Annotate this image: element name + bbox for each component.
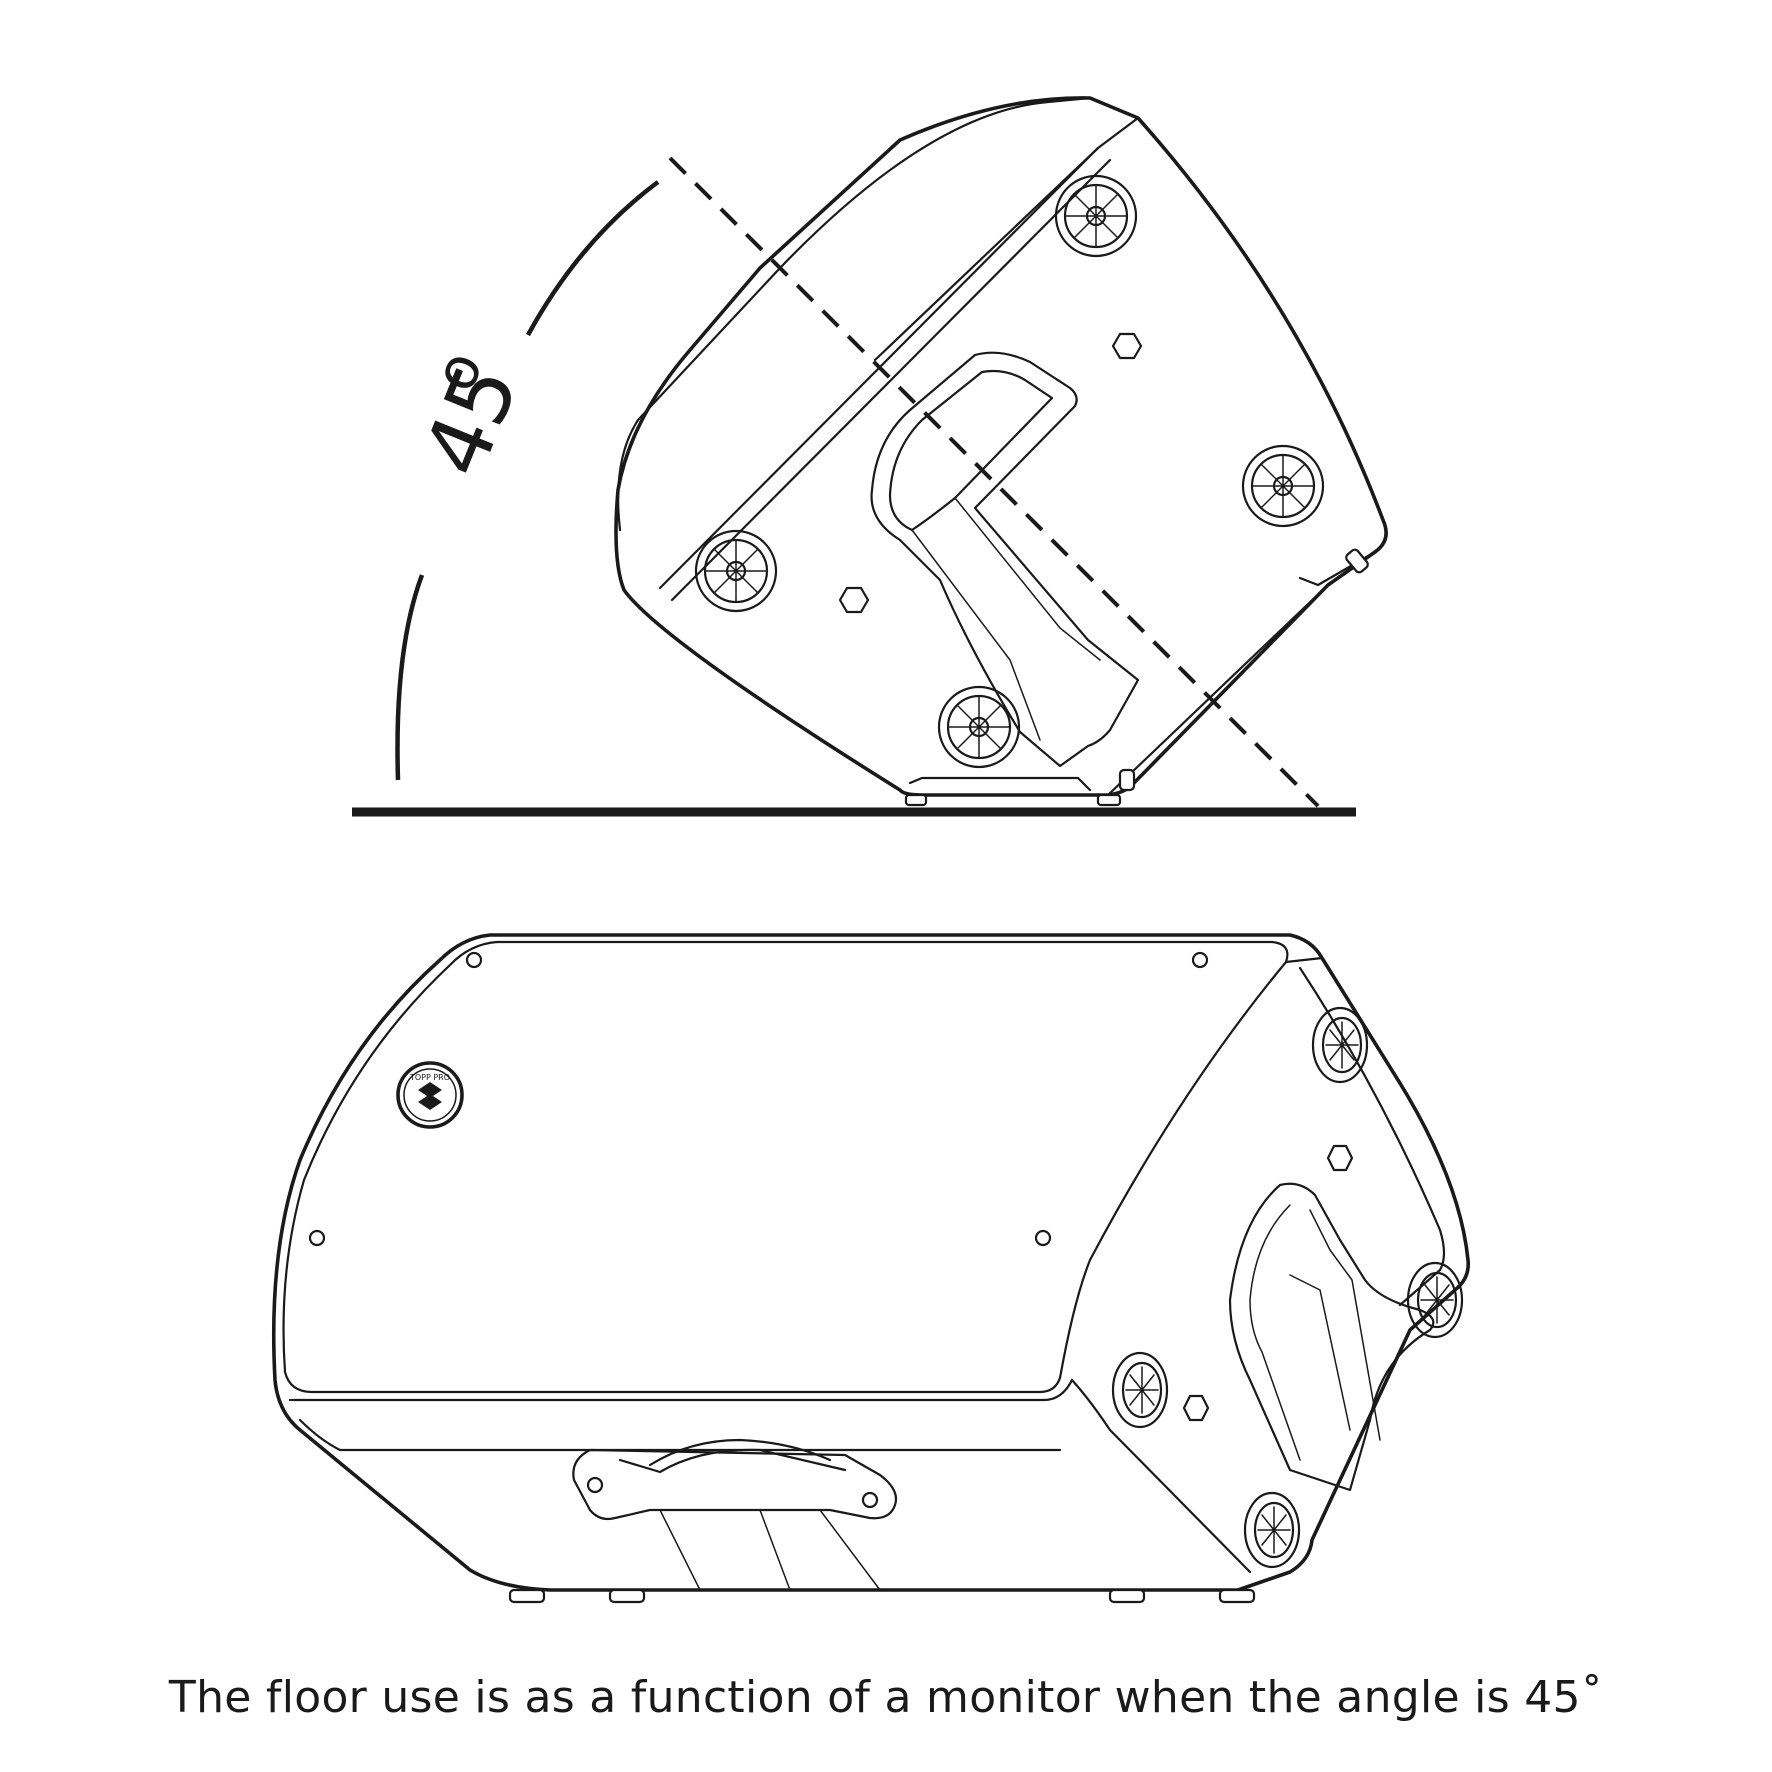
tilted-foot-corner — [1118, 768, 1136, 792]
tilted-foot-left — [904, 793, 928, 807]
grille-screw-top-right — [1191, 951, 1209, 969]
tilted-hex-screw-upper — [1111, 332, 1143, 360]
floor-side-knob-3 — [1111, 1351, 1169, 1429]
floor-monitor-figure: TOPP PRO — [271, 933, 1471, 1604]
tilted-foot-right — [1096, 793, 1122, 807]
angle-arc-lower — [395, 574, 425, 781]
grille-screw-bottom-right — [1034, 1229, 1052, 1247]
floor-monitor-body — [271, 933, 1471, 1592]
tilted-monitor-top-edge — [778, 96, 1092, 270]
tilted-monitor-foot-strip — [908, 776, 1092, 792]
floor-handle-screw-right — [861, 1491, 879, 1509]
floor-side-knob-1 — [1311, 1006, 1369, 1084]
floor-monitor-side-inner-edge — [1298, 966, 1446, 1307]
floor-carry-handle-grip — [618, 1448, 847, 1474]
floor-handle-pocket-rim — [1309, 1209, 1381, 1441]
floor-side-knob-4 — [1243, 1491, 1301, 1569]
brand-logo-badge: TOPP PRO — [396, 1061, 464, 1129]
tilted-monitor-figure: 45 o — [352, 96, 1388, 817]
tilted-foot-knob-1 — [1054, 174, 1138, 258]
floor-monitor-side-top-join — [1284, 956, 1324, 964]
tilted-foot-knob-4 — [937, 685, 1021, 769]
angle-arc-upper — [526, 180, 660, 337]
tilted-foot-knob-2 — [1241, 444, 1325, 528]
tilted-monitor-bottom-edge — [1106, 583, 1330, 797]
floor-monitor-grille-edge — [288, 1378, 1074, 1402]
floor-handle-pocket-floor — [1289, 1274, 1351, 1431]
tilted-hex-screw-lower — [838, 586, 870, 614]
floor-monitor-skirt-line — [298, 1418, 1062, 1452]
floor-foot-3 — [1108, 1588, 1146, 1604]
floor-foot-1 — [508, 1588, 546, 1604]
tilted-monitor-body — [614, 96, 1388, 797]
tilted-monitor-front-bevel — [617, 266, 782, 532]
floor-handle-pocket-outer — [1228, 1182, 1435, 1492]
floor-handle-pocket-inner — [1249, 1204, 1301, 1461]
floor-foot-2 — [608, 1588, 646, 1604]
floor-carry-handle-recess — [659, 1509, 881, 1591]
grille-screw-bottom-left — [308, 1229, 326, 1247]
tilted-foot-back — [1345, 548, 1369, 574]
floor-handle-screw-left — [586, 1476, 604, 1494]
floor-side-knob-2 — [1406, 1261, 1464, 1339]
floor-carry-handle-plate — [572, 1448, 898, 1521]
floor-foot-4 — [1218, 1588, 1256, 1604]
tilted-handle-pocket-outer — [870, 351, 1140, 768]
floor-monitor-front-grille — [282, 940, 1289, 1394]
tilted-handle-pocket-rim — [954, 497, 1101, 661]
tilted-foot-knob-3 — [694, 529, 778, 613]
angle-reference-dashed-line — [668, 156, 1320, 808]
floor-carry-handle-arch — [648, 1438, 832, 1467]
tilted-handle-pocket-inner — [888, 369, 1054, 532]
floor-side-hex-screw-lower — [1182, 1394, 1210, 1422]
tilted-handle-pocket-floor — [911, 529, 1041, 741]
tilted-monitor-side-panel-edge-inner — [670, 158, 1112, 602]
floor-monitor-corner-edge — [1070, 1378, 1252, 1574]
grille-screw-top-left — [465, 951, 483, 969]
floor-side-hex-screw-upper — [1326, 1144, 1354, 1172]
tilted-monitor-side-panel-edge — [658, 146, 1100, 590]
figure-caption: The floor use is as a function of a moni… — [168, 1672, 1604, 1723]
brand-logo-text: TOPP PRO — [409, 1073, 450, 1082]
